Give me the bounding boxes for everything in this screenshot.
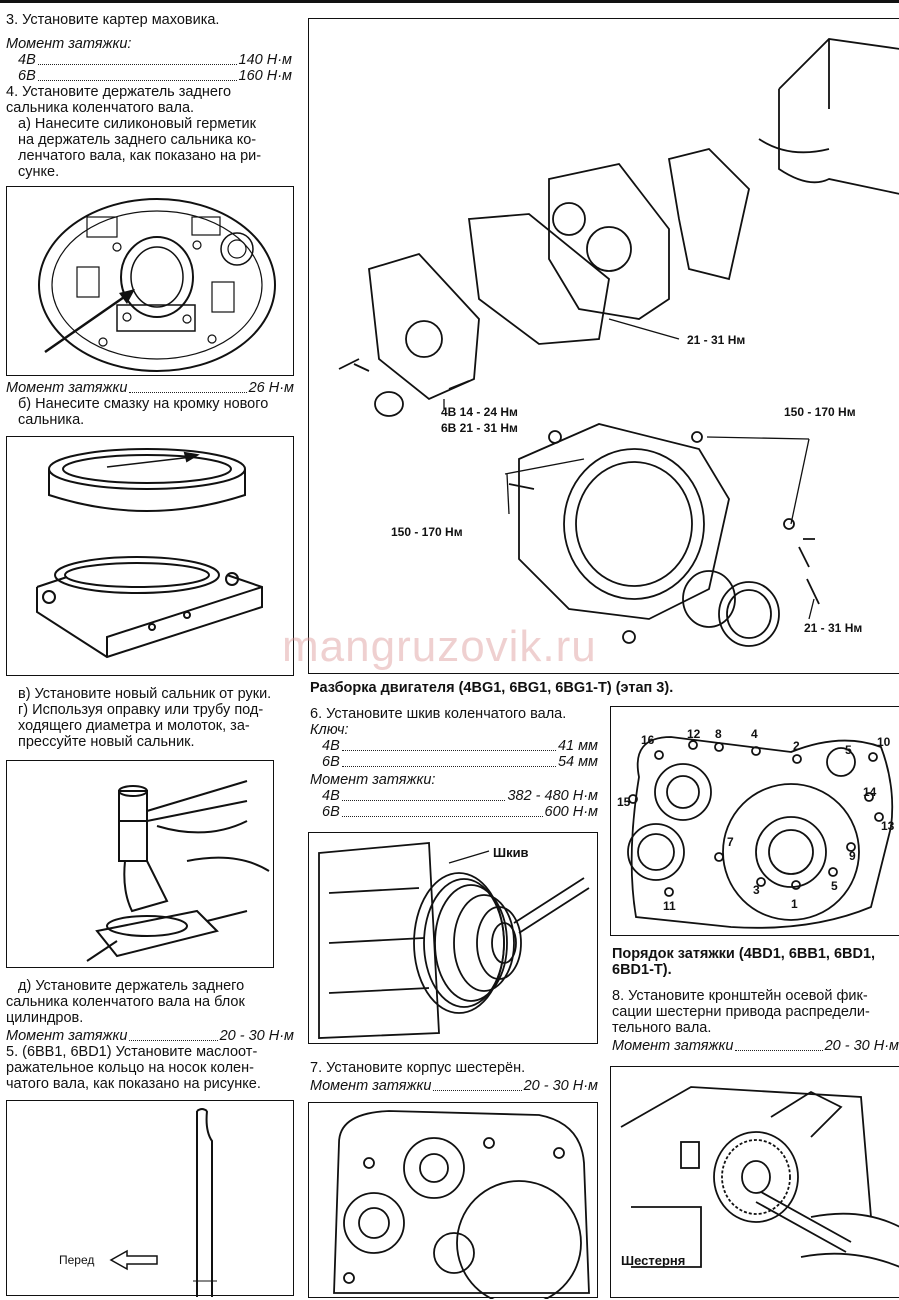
torque6-6b-label: 6B (322, 804, 340, 820)
order-caption-line1: Порядок затяжки (4BD1, 6BB1, 6BD1, (612, 946, 876, 962)
step6-text: 6. Установите шкив коленчатого вала. (310, 706, 567, 722)
step4a-line2: на держатель заднего сальника ко- (18, 132, 257, 148)
bolt-num-15: 15 (617, 795, 631, 809)
figure-crank-pulley: Шкив (308, 832, 598, 1044)
bolt-num-3: 3 (753, 883, 760, 897)
label-150-170-left: 150 - 170 Нм (391, 525, 463, 539)
label-21-31-bottom: 21 - 31 Нм (804, 621, 863, 635)
step4d-line3: цилиндров. (6, 1010, 84, 1026)
torque7-row: Момент затяжки 20 - 30 Н·м (310, 1078, 598, 1095)
step4-line2: сальника коленчатого вала. (6, 100, 195, 116)
torque6-6b-value: 600 Н·м (544, 804, 598, 820)
torque8-row: Момент затяжки 20 - 30 Н·м (612, 1038, 899, 1055)
key-6b-value: 54 мм (557, 754, 598, 770)
bolt-num-16: 16 (641, 733, 655, 747)
torque-4b-value: 140 Н·м (238, 52, 292, 68)
torque-4b-label: 4B (18, 52, 36, 68)
torque-6b-label: 6B (18, 68, 36, 84)
torque6-title: Момент затяжки: (310, 772, 436, 788)
figure-press-seal (6, 760, 274, 968)
torque6-4b-value: 382 - 480 Н·м (507, 788, 598, 804)
label-150-170-right: 150 - 170 Нм (784, 405, 856, 419)
step4b-line1: б) Нанесите смазку на кромку нового (18, 396, 269, 412)
step4-line1: 4. Установите держатель заднего (6, 84, 232, 100)
figure-oil-deflector: Перед (6, 1100, 294, 1297)
key-4b-label: 4B (322, 738, 340, 754)
bolt-num-12: 12 (687, 727, 701, 741)
step5-line1: 5. (6BB1, 6BD1) Установите маслоот- (6, 1044, 258, 1060)
torque-2030-label: Момент затяжки (6, 1028, 128, 1044)
torque-2030-value: 20 - 30 Н·м (219, 1028, 294, 1044)
step4g-line2: ходящего диаметра и молоток, за- (18, 718, 250, 734)
step3-text: 3. Установите картер маховика. (6, 12, 220, 28)
figure-seal-lubrication (6, 436, 294, 676)
step4a-line1: а) Нанесите силиконовый герметик (18, 116, 256, 132)
top-rule (0, 0, 899, 3)
figure-seal-holder (6, 186, 294, 376)
torque-26-label: Момент затяжки (6, 380, 128, 396)
key-4b-row: 4B 41 мм (322, 738, 598, 755)
gear-label: Шестерня (621, 1253, 686, 1268)
step8-line2: сации шестерни привода распредели- (612, 1004, 870, 1020)
torque-6b-value: 160 Н·м (238, 68, 292, 84)
bolt-num-5-bottom: 5 (831, 879, 838, 893)
step4a-line3: ленчатого вала, как показано на ри- (18, 148, 262, 164)
label-4b-torque: 4B 14 - 24 Нм (441, 405, 518, 419)
step8-line1: 8. Установите кронштейн осевой фик- (612, 988, 868, 1004)
torque8-value: 20 - 30 Н·м (824, 1038, 899, 1054)
bolt-num-13: 13 (881, 819, 895, 833)
step8-line3: тельного вала. (612, 1020, 712, 1036)
figure-tightening-order: 16 12 8 4 2 5 10 15 14 13 7 9 3 5 11 1 (610, 706, 899, 936)
step4g-line1: г) Используя оправку или трубу под- (18, 702, 264, 718)
torque7-label: Момент затяжки (310, 1078, 432, 1094)
label-6b-torque: 6B 21 - 31 Нм (441, 421, 518, 435)
bolt-num-11: 11 (663, 899, 676, 913)
torque-26-value: 26 Н·м (248, 380, 294, 396)
torque-2030-row: Момент затяжки 20 - 30 Н·м (6, 1028, 294, 1045)
key-6b-row: 6B 54 мм (322, 754, 598, 771)
step4b-line2: сальника. (18, 412, 85, 428)
figure-gear-housing (308, 1102, 598, 1299)
torque-6b-row: 6B 160 Н·м (18, 68, 292, 85)
step4v-text: в) Установите новый сальник от руки. (18, 686, 272, 702)
bolt-num-14: 14 (863, 785, 877, 799)
main-figure-caption: Разборка двигателя (4BG1, 6BG1, 6BG1-T) … (310, 680, 674, 696)
torque7-value: 20 - 30 Н·м (523, 1078, 598, 1094)
torque6-4b-row: 4B 382 - 480 Н·м (322, 788, 598, 805)
pulley-label: Шкив (493, 845, 529, 860)
step7-text: 7. Установите корпус шестерён. (310, 1060, 526, 1076)
torque-title: Момент затяжки: (6, 36, 132, 52)
bolt-num-10: 10 (877, 735, 891, 749)
front-label: Перед (59, 1253, 95, 1267)
key-title: Ключ: (310, 722, 349, 738)
order-caption-line2: 6BD1-T). (612, 962, 672, 978)
torque6-4b-label: 4B (322, 788, 340, 804)
step5-line3: чатого вала, как показано на рисунке. (6, 1076, 261, 1092)
key-6b-label: 6B (322, 754, 340, 770)
torque6-6b-row: 6B 600 Н·м (322, 804, 598, 821)
torque8-label: Момент затяжки (612, 1038, 734, 1054)
bolt-num-1: 1 (791, 897, 798, 911)
torque-26-row: Момент затяжки 26 Н·м (6, 380, 294, 397)
bolt-num-4: 4 (751, 727, 758, 741)
bolt-num-9: 9 (849, 849, 856, 863)
step5-line2: ражательное кольцо на носок колен- (6, 1060, 254, 1076)
torque-4b-row: 4B 140 Н·м (18, 52, 292, 69)
label-21-31-top: 21 - 31 Нм (687, 333, 746, 347)
step4d-line1: д) Установите держатель заднего (18, 978, 245, 994)
bolt-num-7: 7 (727, 835, 734, 849)
figure-camshaft-gear: Шестерня (610, 1066, 899, 1298)
bolt-num-2: 2 (793, 739, 800, 753)
figure-engine-exploded: 21 - 31 Нм 4B 14 - 24 Нм 6B 21 - 31 Нм 1… (308, 18, 899, 674)
step4g-line3: прессуйте новый сальник. (18, 734, 195, 750)
key-4b-value: 41 мм (557, 738, 598, 754)
watermark: mangruzovik.ru (282, 622, 597, 671)
step4a-line4: сунке. (18, 164, 60, 180)
bolt-num-5-top: 5 (845, 743, 852, 757)
step4d-line2: сальника коленчатого вала на блок (6, 994, 245, 1010)
bolt-num-8: 8 (715, 727, 722, 741)
